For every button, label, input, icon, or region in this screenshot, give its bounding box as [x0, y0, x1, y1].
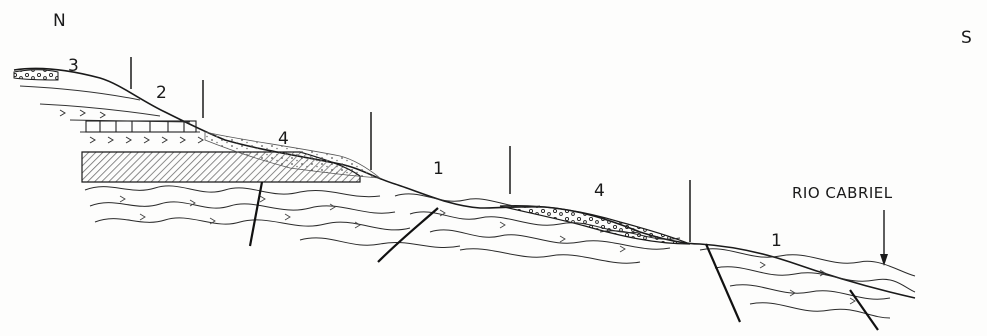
unit-4-gravel-lens — [500, 206, 690, 244]
river-label: RIO CABRIEL — [792, 184, 893, 202]
unit-2-limestone — [86, 121, 196, 132]
fault-line — [706, 244, 740, 322]
fault-line — [378, 208, 438, 262]
fault-line — [250, 182, 262, 246]
unit-label-4-center: 4 — [594, 181, 605, 201]
unit-label-1-south: 1 — [771, 231, 782, 251]
unit-2-beds — [20, 86, 200, 132]
fault-lines — [250, 182, 878, 330]
river-arrow — [880, 210, 888, 266]
fault-line — [850, 290, 878, 330]
unit-label-2: 2 — [156, 83, 167, 103]
south-label: S — [961, 28, 972, 48]
unit-3-caprock — [14, 70, 58, 80]
north-label: N — [53, 11, 66, 31]
unit-label-1-center: 1 — [433, 159, 444, 179]
ground-profile-line — [14, 68, 915, 298]
